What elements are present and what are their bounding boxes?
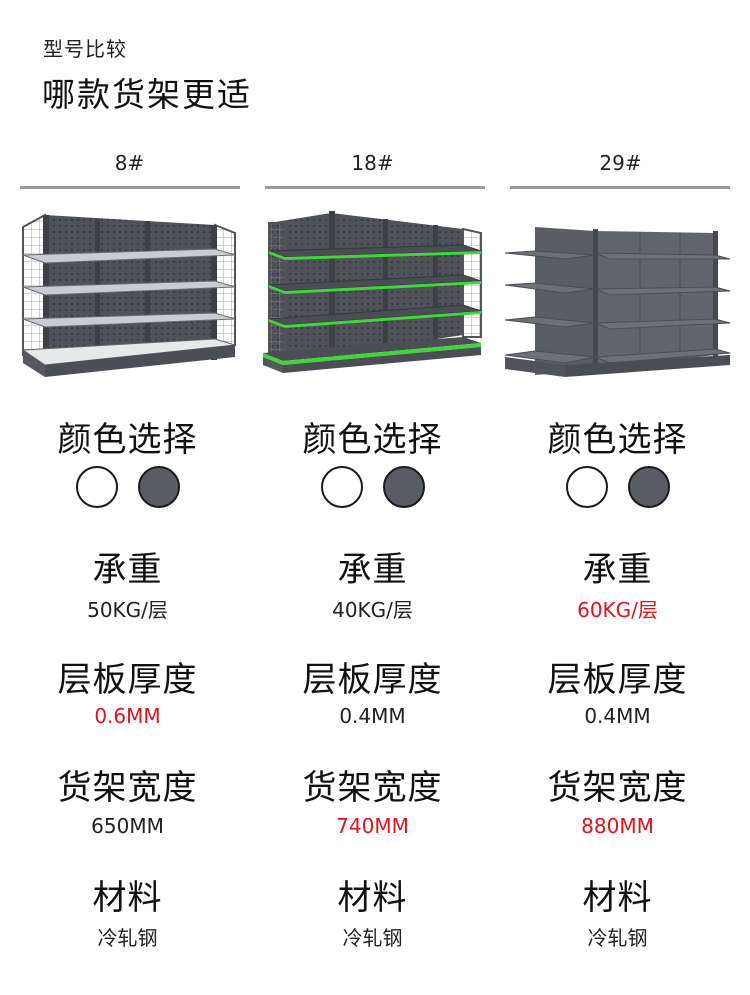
color-swatches xyxy=(5,466,250,508)
color-heading: 颜色选择 xyxy=(302,420,443,460)
grey-swatch[interactable] xyxy=(627,466,670,508)
thickness-value: 0.6MM xyxy=(94,704,161,728)
model-column-8: 8# 颜 xyxy=(0,0,245,995)
thickness-value: 0.4MM xyxy=(339,704,406,728)
model-column-18: 18# xyxy=(250,0,495,995)
material-value: 冷轧钢 xyxy=(97,926,158,950)
width-value: 880MM xyxy=(581,814,654,838)
color-heading: 颜色选择 xyxy=(57,420,198,460)
thickness-heading: 层板厚度 xyxy=(547,660,688,700)
color-swatches xyxy=(495,466,740,508)
load-heading: 承重 xyxy=(337,550,408,590)
width-heading: 货架宽度 xyxy=(547,768,688,808)
shelf-8-image xyxy=(21,213,236,377)
thickness-heading: 层板厚度 xyxy=(57,660,198,700)
width-heading: 货架宽度 xyxy=(57,768,198,808)
grey-swatch[interactable] xyxy=(382,466,425,508)
load-heading: 承重 xyxy=(582,550,653,590)
model-name: 18# xyxy=(351,151,394,175)
load-heading: 承重 xyxy=(92,550,163,590)
model-name: 29# xyxy=(599,151,642,175)
material-value: 冷轧钢 xyxy=(342,926,403,950)
load-value: 50KG/层 xyxy=(87,598,168,622)
page-title: 哪款货架更适 xyxy=(42,75,252,114)
width-value: 740MM xyxy=(336,814,409,838)
model-divider xyxy=(20,186,240,189)
load-value: 60KG/层 xyxy=(577,598,658,622)
model-divider xyxy=(510,186,730,189)
load-value: 40KG/层 xyxy=(332,598,413,622)
white-swatch[interactable] xyxy=(320,466,363,508)
color-swatches xyxy=(250,466,495,508)
model-name: 8# xyxy=(114,151,145,175)
width-value: 650MM xyxy=(91,814,164,838)
material-heading: 材料 xyxy=(92,878,163,918)
white-swatch[interactable] xyxy=(565,466,608,508)
white-swatch[interactable] xyxy=(75,466,118,508)
section-subtitle: 型号比较 xyxy=(43,37,127,61)
color-heading: 颜色选择 xyxy=(547,420,688,460)
thickness-heading: 层板厚度 xyxy=(302,660,443,700)
model-column-29: 29# 颜色选择 承重 60KG/层 层板厚度 0.4MM 货架宽度 880MM xyxy=(495,0,740,995)
material-heading: 材料 xyxy=(337,878,408,918)
grey-swatch[interactable] xyxy=(137,466,180,508)
shelf-18-image xyxy=(263,211,482,373)
material-heading: 材料 xyxy=(582,878,653,918)
model-divider xyxy=(265,186,485,189)
thickness-value: 0.4MM xyxy=(584,704,651,728)
material-value: 冷轧钢 xyxy=(587,926,648,950)
shelf-29-image xyxy=(504,227,731,377)
width-heading: 货架宽度 xyxy=(302,768,443,808)
